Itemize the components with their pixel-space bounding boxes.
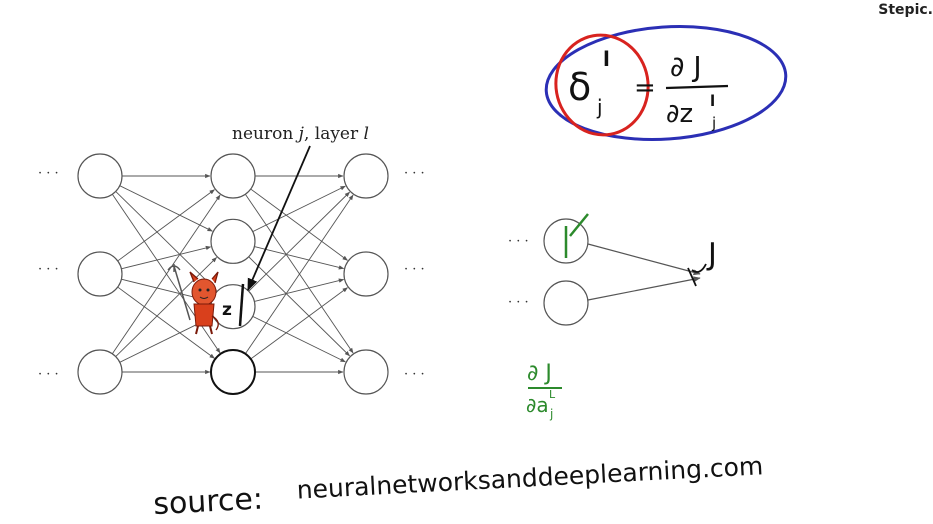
neuron-l1-n0: [210, 153, 256, 199]
formula-denominator: ∂z: [666, 99, 693, 129]
neuron-l0-n1: [77, 251, 123, 297]
neuron-z-letter: z: [222, 300, 232, 320]
neuron-l1-n1: [210, 218, 256, 264]
network-edge-0-0-3: [111, 193, 221, 354]
source-prefix: source:: [152, 481, 263, 522]
network-edge-1-2-2: [252, 315, 346, 363]
source-line: source: neuralnetworksanddeeplearning.co…: [152, 451, 764, 522]
network-edge-1-3-0: [244, 194, 354, 355]
network-edge-0-1-1: [121, 245, 212, 270]
derivative-denominator: ∂a: [526, 393, 549, 417]
ellipsis-left-2: · · ·: [38, 262, 59, 277]
red-ellipse: [554, 33, 650, 137]
derivative-denominator-sup: L: [549, 388, 556, 401]
formula-superscript: l: [603, 47, 610, 71]
network-edge-1-1-1: [254, 246, 345, 270]
small-ellipsis-1: · · ·: [508, 234, 529, 249]
network-edge-1-2-0: [248, 191, 350, 292]
highlighted-neuron: z: [222, 283, 245, 327]
network-edge-1-3-1: [250, 287, 348, 360]
small-edge-2: [587, 276, 701, 301]
formula-delta: δ: [568, 65, 591, 109]
derivative-numerator: ∂ J: [527, 361, 552, 386]
ellipsis-left-1: · · ·: [38, 166, 59, 181]
neuron-l0-n0: [77, 153, 123, 199]
ellipsis-right-3: · · ·: [404, 367, 425, 382]
network-edge-1-1-2: [248, 256, 350, 357]
green-check-icon: [564, 213, 589, 258]
stepic-watermark: Stepic.: [878, 2, 933, 18]
network-edge-1-0-1: [250, 188, 348, 261]
small-network: · · · · · · J: [508, 213, 717, 326]
network-edge-0-1-3: [117, 286, 215, 359]
small-ellipsis-2: · · ·: [508, 295, 529, 310]
ellipsis-right-1: · · ·: [404, 166, 425, 181]
network-edge-0-2-1: [115, 257, 217, 357]
blue-ellipse: [544, 25, 788, 141]
formula-denominator-sub: j: [711, 114, 716, 132]
network-edge-1-0-2: [244, 193, 354, 354]
small-neuron-2: [543, 280, 589, 326]
network-edges: [111, 173, 354, 375]
formula-fraction-bar: [665, 84, 729, 90]
ellipsis-right-2: · · ·: [404, 262, 425, 277]
formula-numerator: ∂ J: [670, 50, 702, 83]
network-edge-0-0-2: [115, 191, 217, 291]
small-edge-1: [587, 243, 701, 276]
formula-subscript: j: [596, 95, 603, 119]
neuron-divider-stroke: [238, 283, 245, 327]
neuron-l1-n3: [210, 349, 256, 395]
source-url: neuralnetworksanddeeplearning.com: [296, 451, 764, 504]
network-edge-0-0-1: [119, 185, 213, 232]
devil-icon: [167, 264, 219, 335]
neuron-l2-n0: [343, 153, 389, 199]
neuron-label: neuron j, layer l: [232, 124, 369, 144]
right-ellipses: · · · · · · · · ·: [404, 166, 425, 382]
output-scribble: [687, 263, 707, 287]
left-ellipses: · · · · · · · · ·: [38, 166, 59, 382]
network-edge-1-1-0: [252, 185, 346, 233]
formula-equals: =: [634, 73, 656, 103]
network-edge-1-2-1: [254, 278, 345, 302]
network-edge-0-2-0: [111, 194, 221, 355]
neuron-l0-n2: [77, 349, 123, 395]
output-J: J: [706, 237, 717, 272]
neuron-l2-n2: [343, 349, 389, 395]
neuron-pointer-arrow: [247, 145, 311, 292]
network-nodes: [77, 153, 389, 395]
derivative-denominator-sub: j: [549, 407, 553, 421]
neuron-l2-n1: [343, 251, 389, 297]
formula-denominator-sup: l: [710, 92, 715, 110]
ellipsis-left-3: · · ·: [38, 367, 59, 382]
green-derivative: ∂ J ∂a L j: [526, 361, 562, 421]
delta-formula: δ l j = ∂ J ∂z l j: [544, 25, 788, 141]
network-edge-0-1-0: [117, 189, 215, 262]
